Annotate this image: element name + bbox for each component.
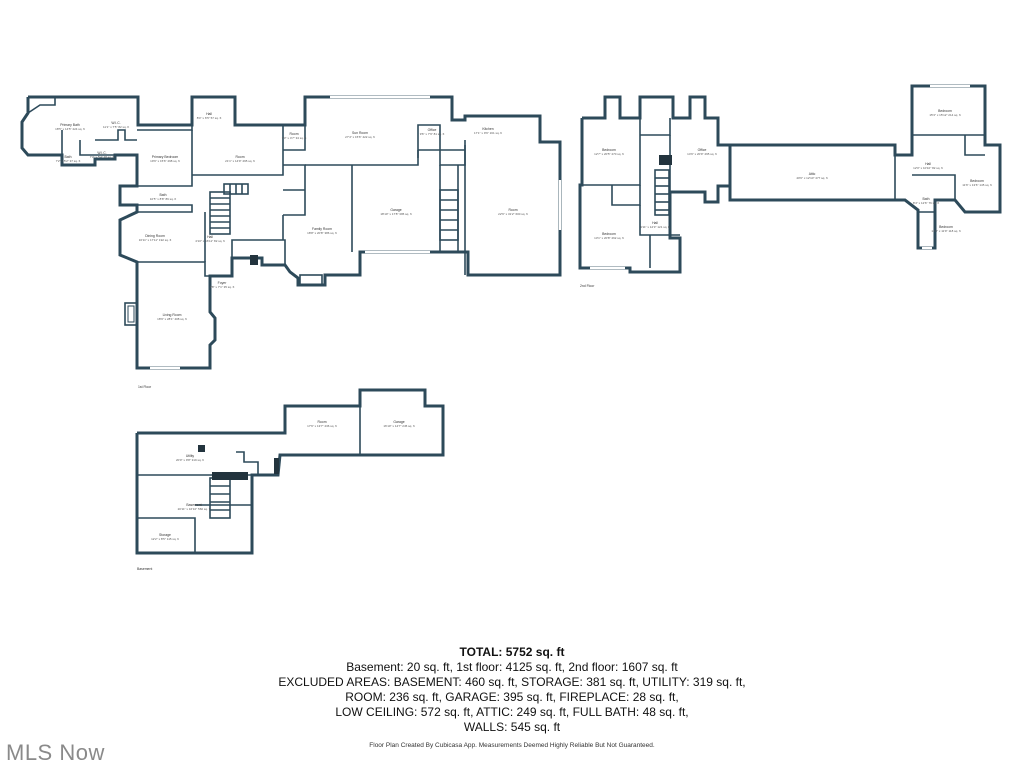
room-name-storage: Storage [159, 533, 171, 537]
room-name-office-2: Office [698, 148, 707, 152]
area-summary: TOTAL: 5752 sq. ft Basement: 20 sq. ft, … [0, 645, 1024, 735]
room-dims-hall-3: 12'0" x 10'10" 82 sq. ft [913, 166, 943, 170]
room-name-room-big: Room [508, 208, 517, 212]
room-name-room-1: Room [235, 155, 244, 159]
room-name-dining-room: Dining Room [145, 234, 165, 238]
room-name-living-room: Living Room [163, 313, 182, 317]
room-name-bath-2: Bath [160, 193, 167, 197]
room-dims-bath-1: 7'2" x 5'2" 37 sq. ft [56, 159, 81, 163]
room-name-room-small: Room [289, 132, 298, 136]
room-dims-primary-bedroom: 19'6" x 15'6" 298 sq. ft [150, 159, 180, 163]
room-dims-living-room: 18'9" x 28'1" 408 sq. ft [157, 317, 187, 321]
room-dims-bedroom-4: 11'6" x 13'6" 145 sq. ft [962, 183, 992, 187]
summary-line-1: Basement: 20 sq. ft, 1st floor: 4125 sq.… [346, 660, 678, 674]
room-name-hall-2: Hall [652, 221, 658, 225]
room-name-kitchen: Kitchen [482, 127, 493, 131]
room-dims-primary-bath: 18'5" x 14'5" 224 sq. ft [55, 127, 85, 131]
summary-line-3: ROOM: 236 sq. ft, GARAGE: 395 sq. ft, FI… [345, 690, 679, 704]
room-name-primary-bedroom: Primary Bedroom [152, 155, 179, 159]
room-name-hall-3: Hall [925, 162, 931, 166]
room-dims-kitchen: 17'1" x 9'6" 161 sq. ft [474, 131, 502, 135]
credit-text: Floor Plan Created By Cubicasa App. Meas… [369, 742, 655, 749]
first-floor-label: 1st Floor [138, 385, 152, 389]
room-name-bedroom-3: Bedroom [938, 109, 952, 113]
room-dims-garage-b: 16'10" x 14'7" 245 sq. ft [383, 424, 414, 428]
basement-label: Basement [137, 567, 152, 571]
room-name-hall-top: Hall [206, 112, 212, 116]
room-dims-room-1: 21'1" x 14'9" 295 sq. ft [225, 159, 255, 163]
room-name-bedroom-5: Bedroom [939, 225, 953, 229]
room-name-wic: W.I.C. [111, 121, 120, 125]
room-dims-room-small: 7'3" x 4'7" 34 sq. ft [282, 136, 307, 140]
room-name-bedroom-4: Bedroom [970, 179, 984, 183]
room-name-wic-2: W.I.C. [97, 151, 106, 155]
room-dims-office-1: 9'6" x 7'9" 81 sq. ft [420, 132, 445, 136]
room-dims-hall-top: 8'4" x 6'5" 57 sq. ft [197, 116, 222, 120]
room-dims-bedroom-1: 12'7" x 20'5" 270 sq. ft [594, 152, 624, 156]
room-name-foyer: Foyer [218, 281, 228, 285]
room-name-bath-1: Bath [65, 155, 72, 159]
room-dims-bedroom-3: 15'3" x 15'12" 214 sq. ft [929, 113, 960, 117]
room-name-sun-room: Sun Room [352, 131, 368, 135]
room-name-utility: Utility [186, 454, 195, 458]
room-name-attic: Attic [809, 172, 816, 176]
room-dims-wic: 11'1" x 7'5" 82 sq. ft [103, 125, 129, 129]
room-dims-bath-3: 8'4" x 12'6" 76 sq. ft [913, 201, 939, 205]
summary-line-5: WALLS: 545 sq. ft [463, 720, 561, 734]
room-dims-foyer: 5'8" x 7'1" 35 sq. ft [210, 285, 235, 289]
room-dims-room-big: 22'6" x 31'2" 600 sq. ft [498, 212, 528, 216]
room-dims-sun-room: 27'4" x 15'6" 422 sq. ft [345, 135, 375, 139]
second-floor-plan [578, 84, 1002, 274]
room-name-office-1: Office [428, 128, 437, 132]
room-dims-basement-main: 20'11" x 16'10" 560 sq. ft [178, 507, 211, 511]
room-name-basement-main: Basement [186, 503, 201, 507]
room-name-room-b: Room [317, 420, 326, 424]
room-dims-storage: 12'2" x 8'5" 115 sq. ft [151, 537, 179, 541]
room-name-family-room: Family Room [312, 227, 332, 231]
room-name-bedroom-1: Bedroom [602, 148, 616, 152]
total-area: TOTAL: 5752 sq. ft [459, 645, 565, 659]
room-name-garage-b: Garage [393, 420, 404, 424]
room-dims-office-2: 14'6" x 20'9" 295 sq. ft [687, 152, 717, 156]
room-dims-attic: 40'6" x 12'10" 477 sq. ft [796, 176, 827, 180]
room-dims-bath-2: 10'5" x 8'8" 89 sq. ft [150, 197, 176, 201]
room-dims-garage-1: 18'10" x 17'8" 395 sq. ft [380, 212, 411, 216]
room-name-primary-bath: Primary Bath [60, 123, 80, 127]
room-dims-dining-room: 16'11" x 17'11" 192 sq. ft [139, 238, 172, 242]
room-dims-room-b: 17'6" x 13'7" 236 sq. ft [307, 424, 337, 428]
basement-plan [135, 388, 445, 555]
summary-line-4: LOW CEILING: 572 sq. ft, ATTIC: 249 sq. … [335, 705, 689, 719]
first-floor-plan [20, 95, 562, 370]
room-dims-utility: 20'0" x 9'8" 319 sq. ft [176, 458, 204, 462]
floor-plan-drawing: 1st Floor 2nd Floor [20, 84, 1002, 571]
room-dims-family-room: 18'8" x 20'8" 386 sq. ft [307, 231, 337, 235]
room-dims-bedroom-5: 12'0" x 11'9" 118 sq. ft [931, 229, 960, 233]
room-dims-hall-2: 9'11" x 12'3" 121 sq. ft [640, 225, 670, 229]
room-name-hall-1: Hall [207, 235, 213, 239]
second-floor-label: 2nd Floor [580, 284, 595, 288]
summary-line-2: EXCLUDED AREAS: BASEMENT: 460 sq. ft, ST… [278, 675, 746, 689]
mls-now-logo: MLS Now [6, 740, 105, 765]
room-dims-wic-2: 7'3" x 5'4" 38 sq. ft [90, 155, 115, 159]
room-name-bath-3: Bath [923, 197, 930, 201]
room-dims-hall-1: 4'10" x 16'11" 82 sq. ft [195, 239, 225, 243]
room-name-bedroom-2: Bedroom [602, 232, 616, 236]
room-dims-bedroom-2: 13'1" x 20'8" 262 sq. ft [594, 236, 624, 240]
room-name-garage-1: Garage [390, 208, 401, 212]
